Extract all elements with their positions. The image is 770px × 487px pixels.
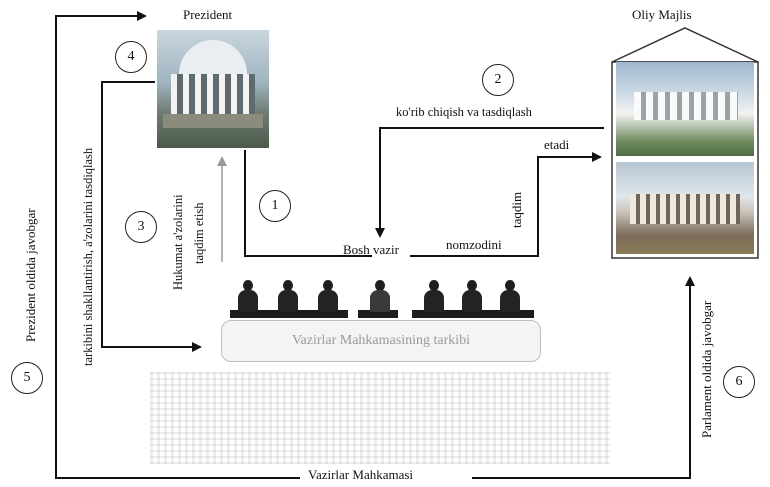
parliament-building-image-2 [616, 162, 754, 254]
cabinet-member-figure [316, 280, 340, 312]
desk [230, 310, 348, 318]
step-5-marker: 5 [11, 362, 43, 394]
president-building-image [157, 30, 269, 148]
form-structure-label: tarkibini shakllantirish, a'zolarini tas… [81, 147, 95, 366]
step-4-marker: 4 [115, 41, 147, 73]
cabinet-member-figure [422, 280, 446, 312]
responsible-president-label: Prezident oldida javobgar [23, 208, 38, 342]
arrow-president-primeminister [244, 150, 372, 257]
cabinet-member-figure [236, 280, 260, 312]
government-members-label: Hukumat a'zolarini [171, 194, 185, 290]
faded-building-image [150, 372, 610, 464]
parliament-title: Oliy Majlis [632, 7, 692, 22]
cabinet-composition-label: Vazirlar Mahkamasining tarkibi [291, 333, 471, 348]
building-facade [634, 92, 738, 120]
base-shape [163, 114, 263, 128]
columns-shape [171, 74, 255, 114]
prime-minister-figure [368, 280, 392, 312]
responsible-parliament-label: Parlament oldida javobgar [699, 300, 714, 438]
cabinet-composition-box: Vazirlar Mahkamasining tarkibi [221, 320, 541, 362]
step-1-marker: 1 [259, 190, 291, 222]
building-facade [630, 194, 740, 224]
cabinet-member-figure [460, 280, 484, 312]
president-title: Prezident [183, 7, 233, 22]
present-label: taqdim [509, 191, 524, 228]
arrow-candidacy [410, 152, 602, 257]
dome-shape [179, 40, 247, 74]
arrow-responsible-president [55, 11, 300, 479]
desk [412, 310, 534, 318]
submits-label: etadi [544, 137, 570, 152]
arrow-responsible-parliament [472, 276, 695, 479]
arrow-form-structure [101, 81, 202, 352]
step-3-marker: 3 [125, 211, 157, 243]
cabinet-label: Vazirlar Mahkamasi [308, 467, 414, 482]
candidacy-label: nomzodini [446, 237, 502, 252]
desk [358, 310, 398, 318]
step-2-marker: 2 [482, 64, 514, 96]
cabinet-members-illustration [226, 272, 538, 322]
parliament-building-image-1 [616, 62, 754, 156]
cabinet-label-background [300, 466, 472, 482]
present-members-label: taqdim etish [192, 202, 206, 264]
arrow-approval [375, 127, 604, 238]
step-6-marker: 6 [723, 366, 755, 398]
prime-minister-label: Bosh vazir [343, 242, 399, 257]
cabinet-member-figure [498, 280, 522, 312]
approval-label: ko'rib chiqish va tasdiqlash [396, 105, 532, 119]
cabinet-member-figure [276, 280, 300, 312]
